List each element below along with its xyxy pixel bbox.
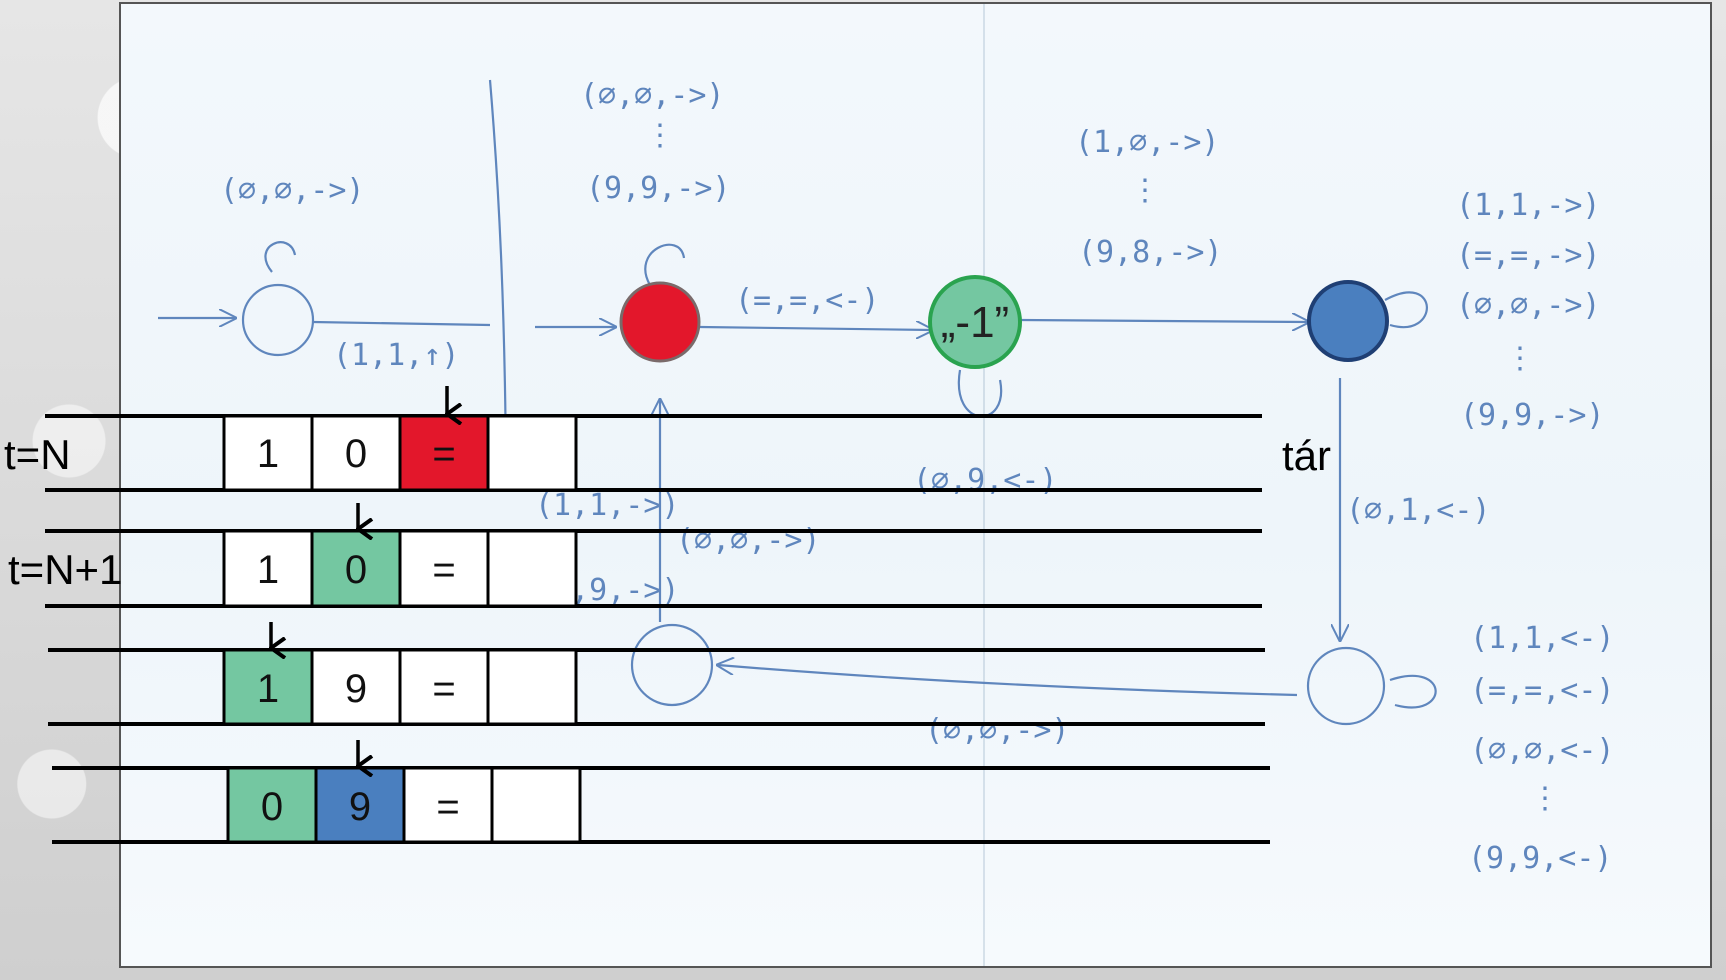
label-red-to-green: (=,=,<-) bbox=[735, 283, 880, 318]
tape-4-value-3: = bbox=[436, 785, 459, 829]
tape-2-value-3: = bbox=[432, 548, 455, 592]
bottom-to-left-edge bbox=[718, 665, 1298, 697]
label-start-loop: (∅,∅,->) bbox=[220, 173, 365, 208]
tape-1-cell-4 bbox=[486, 414, 578, 492]
label-bottom-right-dots: ⋮ bbox=[1530, 781, 1560, 816]
label-bottom-right-loop-1: (1,1,<-) bbox=[1470, 621, 1615, 656]
start-state bbox=[241, 283, 315, 357]
tape-3-cell-3 bbox=[398, 648, 490, 726]
label-red-loop-bottom: (9,9,->) bbox=[586, 171, 731, 206]
label-green-to-blue-top: (1,∅,->) bbox=[1075, 125, 1220, 160]
blue-state bbox=[1307, 280, 1389, 362]
label-red-loop-dots: ⋮ bbox=[645, 118, 675, 153]
label-left-up-1: (1,1,->) bbox=[535, 488, 680, 523]
section-divider-line bbox=[488, 79, 508, 471]
label-red-loop-top: (∅,∅,->) bbox=[580, 78, 725, 113]
tape-4-value-2: 9 bbox=[349, 785, 371, 829]
tape-1-value-2: 0 bbox=[345, 432, 367, 476]
transition-labels: (∅,∅,->) (1,1,↑) (∅,∅,->) ⋮ (9,9,->) (=,… bbox=[220, 78, 1615, 876]
tape-4-cell-4 bbox=[490, 766, 582, 844]
tape-3-cell-4 bbox=[486, 648, 578, 726]
green-state bbox=[928, 275, 1022, 369]
start-exit-line bbox=[312, 320, 491, 327]
tape-4-value-1: 0 bbox=[261, 785, 283, 829]
tape-3-cell-2 bbox=[310, 648, 402, 726]
tape-side-label: tár bbox=[1282, 432, 1331, 479]
red-to-green-edge bbox=[699, 327, 932, 330]
red-loop bbox=[644, 243, 686, 286]
tape-1-value-3: = bbox=[432, 432, 455, 476]
tape-1-cell-2 bbox=[310, 414, 402, 492]
tape-1-value-1: 1 bbox=[257, 432, 279, 476]
tape-4-cell-3 bbox=[402, 766, 494, 844]
label-start-exit: (1,1,↑) bbox=[333, 338, 459, 373]
tape-3-value-3: = bbox=[432, 667, 455, 711]
label-green-to-blue-bottom: (9,8,->) bbox=[1078, 235, 1223, 270]
tape-3-cell-1 bbox=[222, 648, 314, 726]
label-blue-loop-1: (1,1,->) bbox=[1456, 188, 1601, 223]
tape-1-cell-3 bbox=[398, 414, 490, 492]
tape-2-value-2: 0 bbox=[345, 548, 367, 592]
label-bottom-right-loop-2: (=,=,<-) bbox=[1470, 673, 1615, 708]
row-label-t-n: t=N bbox=[4, 431, 71, 478]
green-state-label: „-1” bbox=[941, 298, 1009, 347]
paper-fold-line bbox=[983, 4, 985, 966]
label-blue-loop-2: (=,=,->) bbox=[1456, 238, 1601, 273]
tape-2-cell-1 bbox=[222, 529, 314, 608]
bottom-left-state bbox=[630, 623, 714, 707]
green-to-blue-edge bbox=[1019, 320, 1308, 322]
blue-loop bbox=[1384, 291, 1428, 329]
tape-3-value-2: 9 bbox=[345, 667, 367, 711]
tape-2-cell-3 bbox=[398, 529, 490, 608]
tape-2-value-1: 1 bbox=[257, 548, 279, 592]
green-loop bbox=[957, 369, 1003, 418]
label-blue-loop-dots: ⋮ bbox=[1505, 341, 1535, 376]
label-blue-loop-4: (9,9,->) bbox=[1460, 398, 1605, 433]
label-green-loop: (∅,9,<-) bbox=[913, 463, 1058, 498]
tape-3-value-1: 1 bbox=[257, 667, 279, 711]
tape-4-cell-1 bbox=[226, 766, 318, 844]
bottom-right-state bbox=[1306, 646, 1386, 726]
label-blue-down: (∅,1,<-) bbox=[1346, 493, 1491, 528]
tape-2-cell-2 bbox=[310, 529, 402, 608]
tape-rows: 1 0 = 1 0 = 1 9 = bbox=[45, 386, 1270, 844]
bottom-right-loop bbox=[1389, 674, 1437, 709]
row-label-t-n-plus-1: t=N+1 bbox=[8, 546, 123, 593]
label-bottom-right-loop-4: (9,9,<-) bbox=[1468, 841, 1613, 876]
label-blue-loop-3: (∅,∅,->) bbox=[1456, 288, 1601, 323]
red-state bbox=[619, 281, 701, 363]
tape-2-cell-4 bbox=[486, 529, 578, 608]
start-loop bbox=[264, 241, 297, 273]
label-green-to-blue-dots: ⋮ bbox=[1130, 173, 1160, 208]
label-left-up-2: (∅,∅,->) bbox=[676, 523, 821, 558]
label-bottom-to-left: (∅,∅,->) bbox=[925, 713, 1070, 748]
label-bottom-right-loop-3: (∅,∅,<-) bbox=[1470, 733, 1615, 768]
